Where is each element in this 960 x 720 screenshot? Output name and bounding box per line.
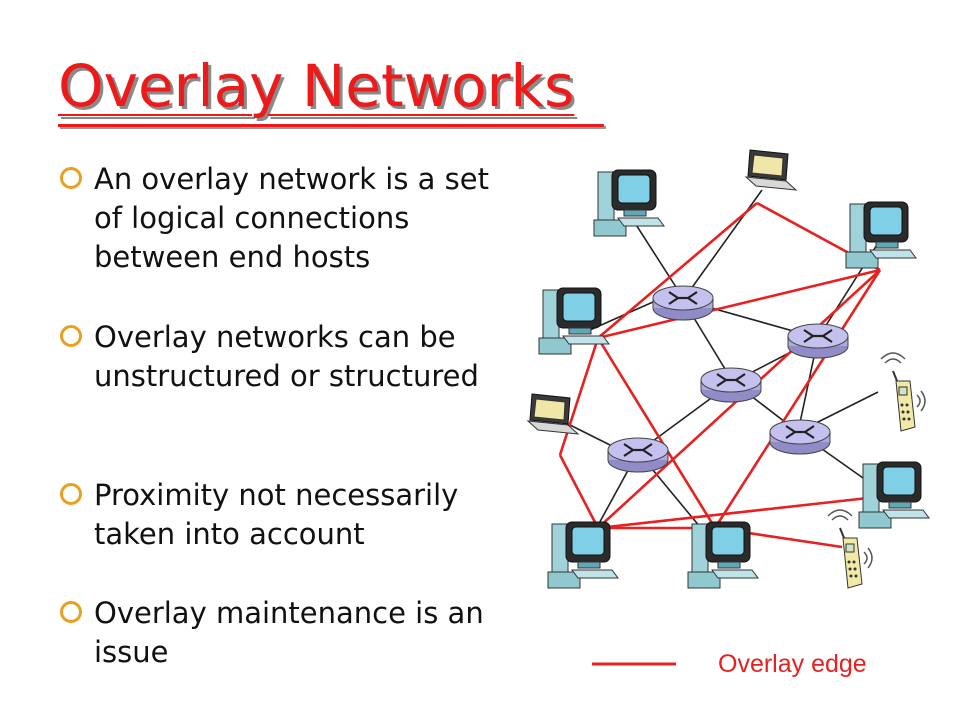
- overlay-edges: [558, 201, 882, 549]
- bullet-marker-icon: [60, 325, 82, 347]
- bullet-text: An overlay network is a set of logical c…: [94, 162, 489, 274]
- desktop-computer-icon: [687, 521, 759, 589]
- desktop-computer-icon: [858, 461, 930, 529]
- bullet-text: Overlay maintenance is an issue: [94, 596, 484, 669]
- desktop-computer-icon: [593, 169, 665, 237]
- router-icon: [786, 322, 850, 360]
- bullet-marker-icon: [60, 483, 82, 505]
- title-underline: [58, 124, 604, 127]
- desktop-computer-icon: [547, 521, 619, 589]
- bullet-marker-icon: [60, 167, 82, 189]
- laptop-icon: [745, 149, 797, 191]
- slide-title: Overlay Networks: [58, 52, 575, 120]
- router-icon: [768, 418, 832, 456]
- network-diagram: Overlay edge: [527, 149, 930, 678]
- router-icon: [651, 284, 715, 322]
- laptop-icon: [527, 393, 579, 435]
- router-icon: [699, 366, 763, 404]
- bullet-text: Proximity not necessarily taken into acc…: [94, 478, 459, 551]
- bullet-text: Overlay networks can be unstructured or …: [94, 320, 479, 393]
- desktop-computer-icon: [845, 201, 917, 269]
- cellphone-icon: [880, 352, 926, 432]
- bullet-marker-icon: [60, 601, 82, 623]
- legend-label: Overlay edge: [718, 650, 867, 678]
- desktop-computer-icon: [538, 287, 610, 355]
- router-icon: [606, 436, 670, 474]
